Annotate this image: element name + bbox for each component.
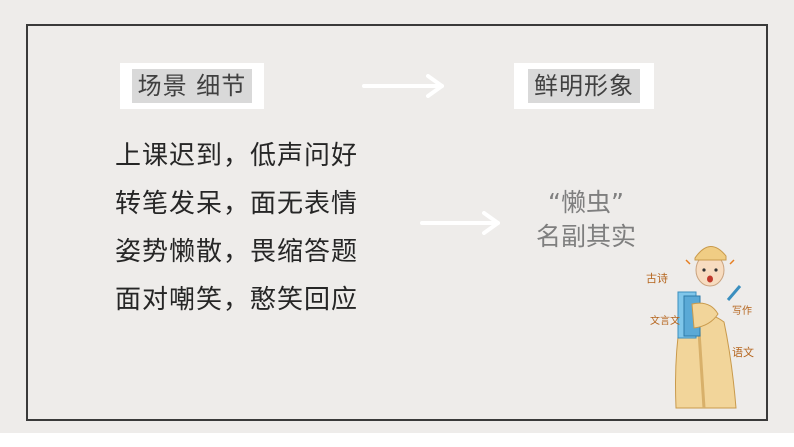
result-line-deserved: 名副其实 — [535, 222, 636, 251]
result-text: “懒虫” 名副其实 — [512, 186, 660, 254]
scene-detail-tag: 场景 细节 — [120, 63, 264, 109]
detail-line-1: 上课迟到，低声问好 — [115, 141, 359, 171]
vivid-image-label: 鲜明形象 — [528, 69, 640, 103]
result-line-lazybug: “懒虫” — [548, 188, 624, 217]
label-xiezuo: 写作 — [732, 305, 752, 317]
label-gushi: 古诗 — [646, 271, 668, 285]
top-arrow-icon — [362, 74, 444, 98]
middle-arrow-icon — [420, 211, 500, 235]
label-wenyanwen: 文言文 — [650, 314, 680, 327]
detail-line-4: 面对嘲笑，憨笑回应 — [115, 285, 359, 315]
slide-frame — [26, 24, 768, 421]
detail-line-3: 姿势懒散，畏缩答题 — [115, 237, 359, 267]
detail-list: 上课迟到，低声问好 转笔发呆，面无表情 姿势懒散，畏缩答题 面对嘲笑，憨笑回应 — [115, 132, 395, 324]
detail-line-2: 转笔发呆，面无表情 — [115, 189, 359, 219]
label-yuwen: 语文 — [732, 345, 754, 359]
bottom-strip — [0, 433, 794, 447]
scene-detail-label: 场景 细节 — [131, 69, 253, 103]
vivid-image-tag: 鲜明形象 — [514, 63, 654, 109]
scholar-illustration-icon: 古诗 文言文 写作 语文 — [646, 246, 754, 409]
